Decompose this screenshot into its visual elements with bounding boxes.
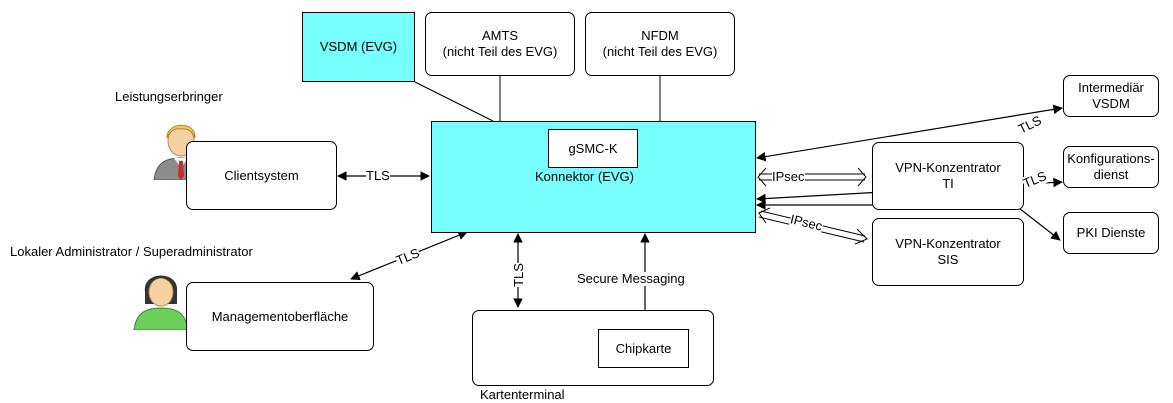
konnektor-label: Konnektor (EVG) bbox=[535, 169, 634, 184]
vsdm-label: VSDM (EVG) bbox=[319, 39, 398, 54]
pki-label: PKI Dienste bbox=[1076, 225, 1146, 240]
vpn-ti-label-line1: VPN-Konzentrator bbox=[895, 160, 1001, 175]
user-icon bbox=[133, 275, 189, 330]
gsmc-box: gSMC-K bbox=[548, 129, 638, 168]
pki-box: PKI Dienste bbox=[1063, 212, 1159, 254]
vpn-sis-label-line1: VPN-Konzentrator bbox=[895, 236, 1001, 251]
intermediaer-label-line1: Intermediär bbox=[1078, 80, 1144, 95]
ipsec-ti-head-left bbox=[757, 167, 767, 187]
vpn-ti-label-line2: TI bbox=[942, 176, 954, 191]
chipkarte-box: Chipkarte bbox=[598, 329, 689, 368]
amts-box: AMTS (nicht Teil des EVG) bbox=[425, 12, 575, 76]
clientsystem-label: Clientsystem bbox=[224, 167, 299, 183]
vsdm-box: VSDM (EVG) bbox=[302, 12, 415, 82]
clientsystem-box: Clientsystem bbox=[186, 141, 337, 210]
ipsec-sis-head-left bbox=[758, 207, 771, 224]
vpn-sis-box: VPN-Konzentrator SIS bbox=[872, 218, 1024, 286]
management-label: Managementoberfläche bbox=[211, 308, 349, 324]
leistungserbringer-label: Leistungserbringer bbox=[115, 89, 223, 104]
tls-client-label: TLS bbox=[366, 168, 390, 183]
gsmc-label: gSMC-K bbox=[568, 140, 618, 156]
chipkarte-label: Chipkarte bbox=[615, 340, 672, 356]
kartenterminal-label: Kartenterminal bbox=[480, 387, 565, 402]
admin-label: Lokaler Administrator / Superadministrat… bbox=[10, 244, 253, 259]
amts-label-line2: (nicht Teil des EVG) bbox=[442, 44, 558, 59]
ipsec-sis-head-right bbox=[854, 228, 868, 245]
vpn-sis-label-line2: SIS bbox=[937, 252, 959, 267]
konfig-label-line2: dienst bbox=[1093, 167, 1129, 182]
konfig-label-line1: Konfigurations- bbox=[1067, 151, 1155, 166]
secure-messaging-label: Secure Messaging bbox=[577, 271, 685, 286]
amts-label-line1: AMTS bbox=[481, 28, 519, 43]
tls-intermediaer-arrow bbox=[756, 104, 1063, 162]
konfig-box: Konfigurations- dienst bbox=[1063, 146, 1159, 188]
ipsec-ti-head-right bbox=[857, 167, 867, 187]
nfdm-label-line2: (nicht Teil des EVG) bbox=[602, 44, 718, 59]
intermediaer-box: Intermediär VSDM bbox=[1063, 75, 1159, 117]
nfdm-box: NFDM (nicht Teil des EVG) bbox=[585, 12, 735, 76]
ipsec-ti-label: IPsec bbox=[772, 169, 805, 184]
intermediaer-label-line2: VSDM bbox=[1092, 96, 1130, 111]
vsdm-line bbox=[414, 81, 494, 122]
tls-kartenterminal-label: TLS bbox=[510, 263, 526, 287]
vpn-ti-box: VPN-Konzentrator TI bbox=[872, 142, 1024, 210]
nfdm-label-line1: NFDM bbox=[641, 28, 679, 43]
management-box: Managementoberfläche bbox=[186, 282, 374, 351]
